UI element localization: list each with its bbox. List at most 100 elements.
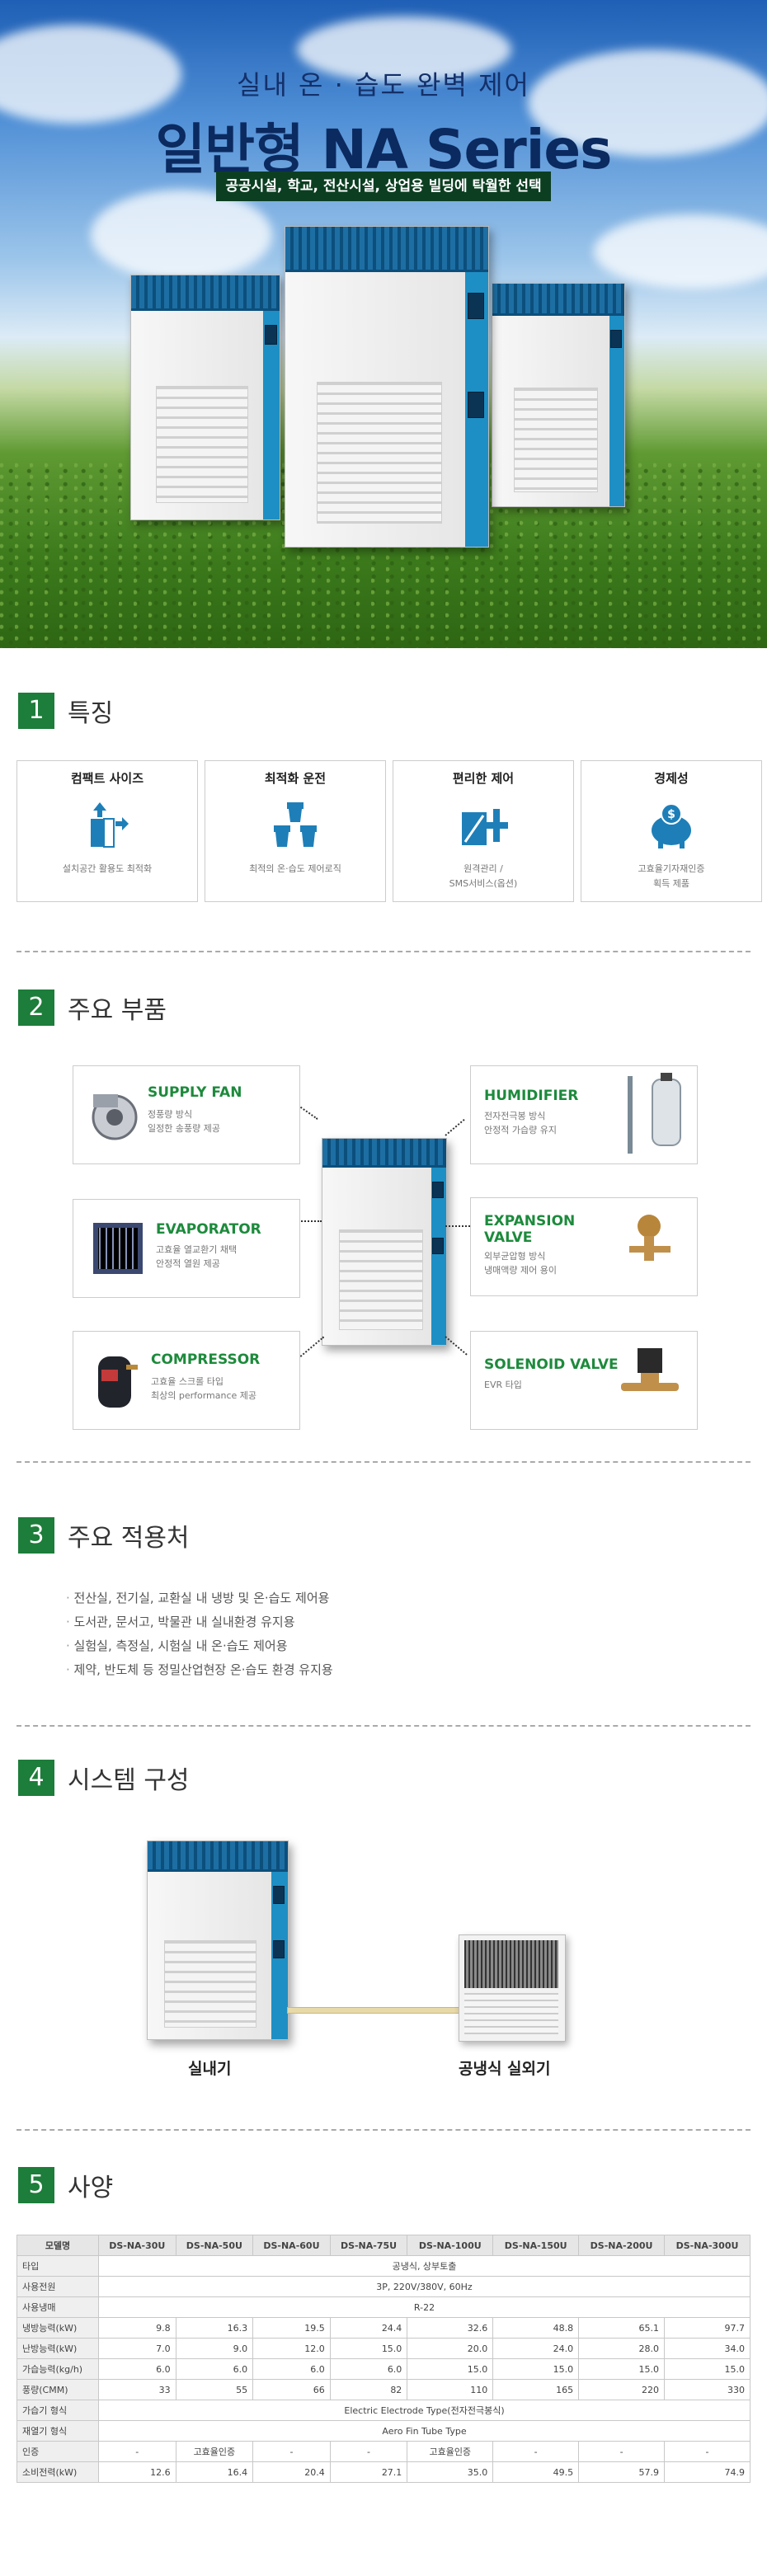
component-name: COMPRESSOR <box>151 1351 261 1368</box>
expansion-valve-icon <box>629 1215 671 1261</box>
table-header-cell: DS-NA-50U <box>175 2235 254 2256</box>
component-name: SUPPLY FAN <box>148 1084 242 1101</box>
connector-line <box>445 1118 465 1136</box>
section-number: 1 <box>18 693 54 729</box>
feature-card-control: 편리한 제어 원격관리 /SMS서비스(옵션) <box>393 760 574 902</box>
piggy-bank-icon: $ <box>652 803 691 848</box>
hero-banner-image: 실내 온 · 습도 완벽 제어 일반형 NA Series 공공시설, 학교, … <box>0 0 767 648</box>
section-header-features: 1 특징 <box>18 693 113 729</box>
table-header-cell: DS-NA-300U <box>664 2235 751 2256</box>
connector-line <box>299 1220 322 1222</box>
hero-title: 일반형 NA Series <box>155 118 613 181</box>
table-header-cell: DS-NA-60U <box>252 2235 331 2256</box>
feature-card-optimized: 최적화 운전 최적의 온·습도 제어로직 <box>205 760 386 902</box>
section-divider <box>16 2129 751 2131</box>
product-unit-left <box>130 275 280 520</box>
section-title: 주요 부품 <box>68 996 167 1025</box>
feature-card-compact: 컴팩트 사이즈 설치공간 활용도 최적화 <box>16 760 198 902</box>
section-divider <box>16 1461 751 1463</box>
table-header-cell: DS-NA-75U <box>329 2235 408 2256</box>
compact-size-icon <box>91 802 129 848</box>
humidifier-icon <box>628 1073 681 1154</box>
supply-fan-icon <box>92 1094 138 1140</box>
product-unit-components <box>322 1138 447 1346</box>
optimized-operation-icon <box>274 802 317 847</box>
section-number: 2 <box>18 990 54 1026</box>
section-title: 사양 <box>68 2174 114 2202</box>
list-item: 제약, 반도체 등 정밀산업현장 온·습도 환경 유지용 <box>66 1658 333 1682</box>
table-header-cell: DS-NA-150U <box>492 2235 580 2256</box>
hero-subtitle: 실내 온 · 습도 완벽 제어 <box>237 69 530 101</box>
connector-line <box>445 1225 470 1227</box>
remote-control-icon <box>462 809 508 845</box>
section-number: 3 <box>18 1517 54 1554</box>
section-title: 주요 적용처 <box>68 1524 190 1553</box>
product-unit-right <box>492 283 625 507</box>
table-header-cell: DS-NA-30U <box>98 2235 176 2256</box>
table-header-cell: DS-NA-100U <box>407 2235 494 2256</box>
section-title: 시스템 구성 <box>68 1766 190 1795</box>
feature-desc: 원격관리 /SMS서비스(옵션) <box>449 863 518 889</box>
connector-line <box>298 1105 318 1120</box>
component-name: HUMIDIFIER <box>484 1088 579 1104</box>
table-header-cell: DS-NA-200U <box>578 2235 666 2256</box>
table-header-row: 모델명 DS-NA-30U DS-NA-50U DS-NA-60U DS-NA-… <box>16 2235 751 2256</box>
spec-table: 모델명 DS-NA-30U DS-NA-50U DS-NA-60U DS-NA-… <box>16 2235 751 2483</box>
list-item: 실험실, 측정실, 시험실 내 온·습도 제어용 <box>66 1634 333 1658</box>
section-divider <box>16 1725 751 1727</box>
solenoid-valve-icon <box>621 1348 679 1391</box>
section-number: 4 <box>18 1760 54 1796</box>
feature-title: 컴팩트 사이즈 <box>70 771 144 786</box>
section-header-components: 2 주요 부품 <box>18 990 167 1026</box>
product-unit-center <box>285 226 489 548</box>
feature-title: 최적화 운전 <box>264 771 327 786</box>
compressor-icon <box>98 1356 138 1408</box>
feature-title: 경제성 <box>654 771 689 786</box>
component-name: EVAPORATOR <box>156 1221 261 1238</box>
hero-tagline: 공공시설, 학교, 전산시설, 상업용 빌딩에 탁월한 선택 <box>216 172 551 201</box>
connector-line <box>298 1336 325 1359</box>
refrigerant-pipe <box>287 2007 462 2014</box>
table-header-cell: 모델명 <box>16 2235 99 2256</box>
outdoor-unit-label: 공냉식 실외기 <box>459 2060 551 2078</box>
section-header-system: 4 시스템 구성 <box>18 1760 190 1796</box>
indoor-unit-label: 실내기 <box>188 2060 232 2078</box>
feature-desc: 설치공간 활용도 최적화 <box>62 863 153 874</box>
section-divider <box>16 951 751 952</box>
table-row: 인증 -고효율인증 -- 고효율인증- -- <box>16 2441 751 2462</box>
component-name: SOLENOID VALVE <box>484 1356 619 1373</box>
component-card-solenoid-valve: SOLENOID VALVE EVR 타입 <box>470 1331 698 1430</box>
outdoor-unit <box>459 1934 566 2042</box>
section-header-spec: 5 사양 <box>18 2167 113 2203</box>
list-item: 도서관, 문서고, 박물관 내 실내환경 유지용 <box>66 1610 333 1634</box>
component-desc: EVR 타입 <box>484 1380 522 1390</box>
applications-list: 전산실, 전기실, 교환실 내 냉방 및 온·습도 제어용 도서관, 문서고, … <box>66 1586 333 1682</box>
section-header-applications: 3 주요 적용처 <box>18 1517 190 1554</box>
feature-desc: 최적의 온·습도 제어로직 <box>249 863 341 874</box>
section-number: 5 <box>18 2167 54 2203</box>
indoor-unit <box>147 1840 289 2040</box>
connector-line <box>445 1336 468 1356</box>
section-title: 특징 <box>68 699 114 728</box>
evaporator-icon <box>93 1223 143 1274</box>
